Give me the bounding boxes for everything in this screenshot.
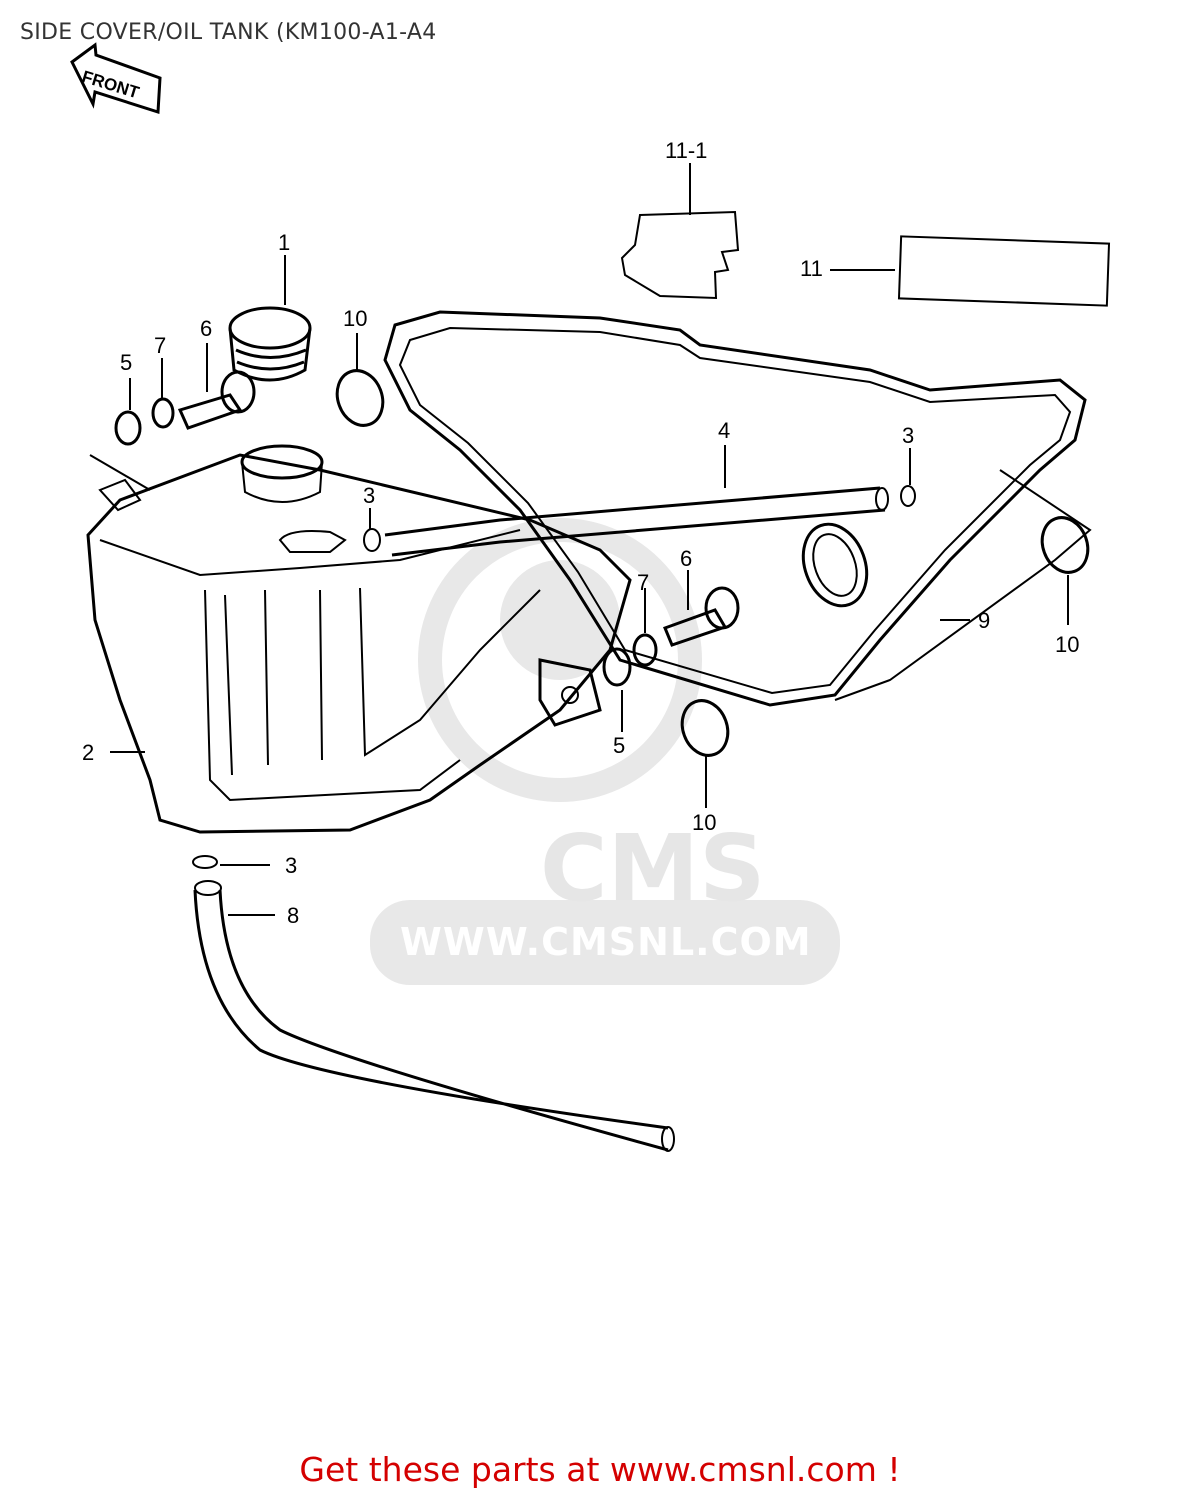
callout-2: 2 xyxy=(82,740,95,765)
callout-1: 1 xyxy=(278,230,291,255)
watermark-brand: CMS xyxy=(540,815,766,922)
hose-4 xyxy=(384,486,886,557)
callout-4: 4 xyxy=(718,418,731,443)
callout-8: 8 xyxy=(287,903,300,928)
grommet-10 xyxy=(335,369,1090,757)
cta-link[interactable]: Get these parts at www.cmsnl.com ! xyxy=(299,1450,901,1489)
hose-8 xyxy=(193,889,669,1152)
callout-10-bottom: 10 xyxy=(692,810,717,835)
callout-9: 9 xyxy=(978,608,991,633)
callout-3-bottom: 3 xyxy=(285,853,298,878)
callout-10-right: 10 xyxy=(1055,632,1080,657)
callout-10-top: 10 xyxy=(343,306,368,331)
callout-3-tank: 3 xyxy=(363,483,376,508)
callout-11-1: 11-1 xyxy=(665,138,708,163)
callout-6-right: 6 xyxy=(680,546,693,571)
callout-7-right: 7 xyxy=(637,570,650,595)
filler-cap xyxy=(228,306,312,382)
side-cover xyxy=(383,310,1087,707)
front-arrow-icon xyxy=(70,42,162,115)
callout-5-right: 5 xyxy=(613,733,626,758)
watermark-url: WWW.CMSNL.COM xyxy=(400,920,812,964)
callout-6-left: 6 xyxy=(200,316,213,341)
emblem-11 xyxy=(897,235,1111,307)
callout-11: 11 xyxy=(800,256,823,281)
callout-7-left: 7 xyxy=(154,333,167,358)
oil-tank xyxy=(86,453,632,834)
callout-3-cover: 3 xyxy=(902,423,915,448)
page-title: SIDE COVER/OIL TANK (KM100-A1-A4 xyxy=(20,20,437,45)
washer-5-7 xyxy=(114,397,658,687)
decal-11-1 xyxy=(620,210,740,300)
bolt-6 xyxy=(177,370,740,647)
callout-5-left: 5 xyxy=(120,350,133,375)
leader-lines xyxy=(89,163,1069,916)
